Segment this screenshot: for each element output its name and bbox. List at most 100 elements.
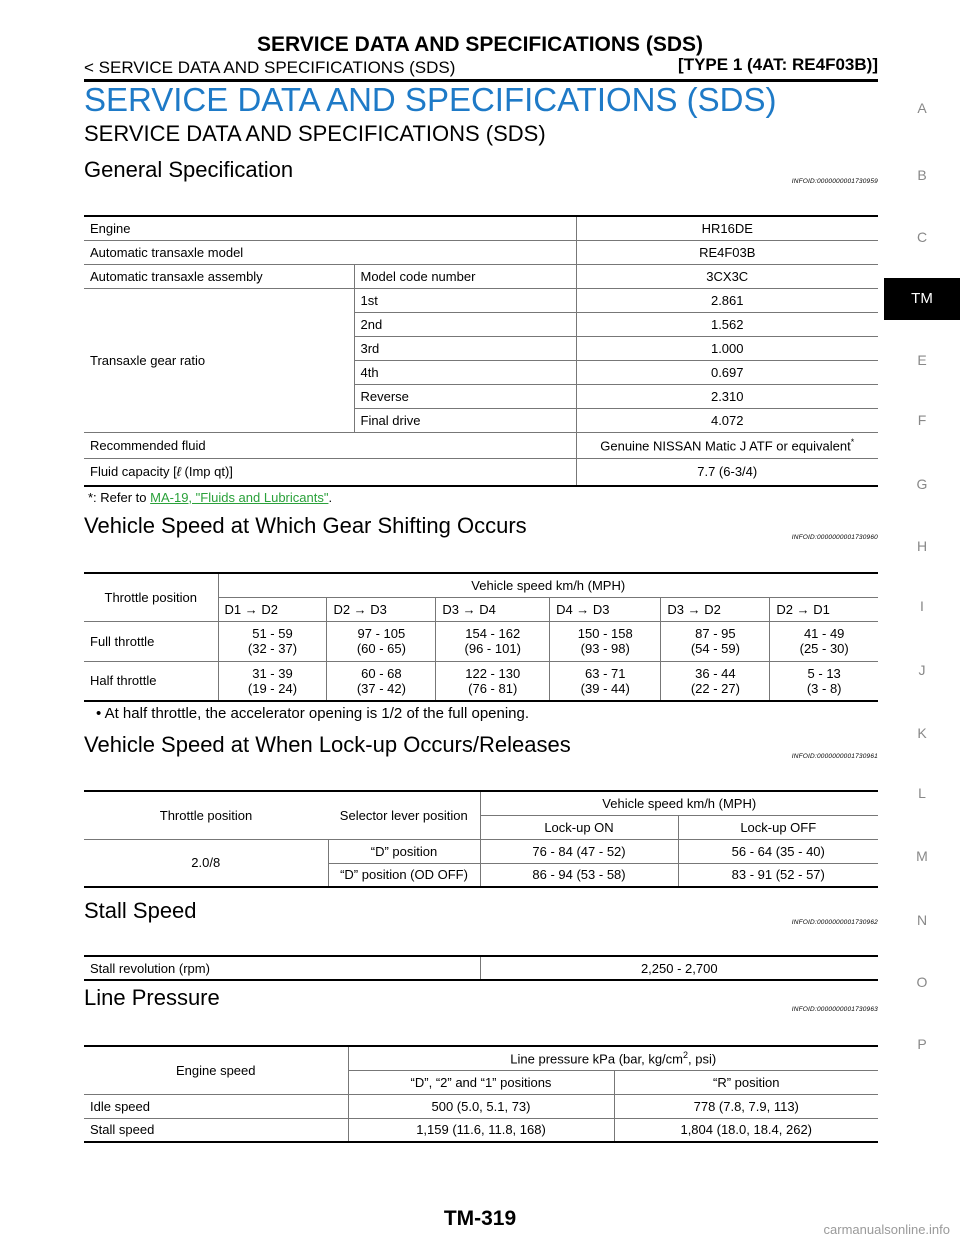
tab-k[interactable]: K — [917, 725, 927, 741]
general-spec-table: Engine HR16DE Automatic transaxle model … — [84, 215, 878, 487]
shift-speed-cell: 87 - 95 (54 - 59) — [660, 621, 770, 662]
gear-ratio: 2.861 — [575, 288, 878, 313]
shift-speed-cell: 150 - 158 (93 - 98) — [549, 621, 661, 662]
table-row: 2.0/8 “D” position 76 - 84 (47 - 52) 56 … — [84, 839, 878, 888]
pressure-header-text: Line pressure kPa (bar, kg/cm — [510, 1051, 683, 1067]
lockup-table: Throttle position Selector lever positio… — [84, 790, 878, 888]
tab-o[interactable]: O — [916, 974, 928, 990]
gear-ratio: 0.697 — [575, 360, 878, 385]
section-title: General Specification — [84, 157, 294, 182]
tab-n[interactable]: N — [916, 912, 928, 928]
tab-g[interactable]: G — [916, 476, 928, 492]
engine-speed-label: Idle speed — [84, 1094, 348, 1119]
page-heading: SERVICE DATA AND SPECIFICATIONS (SDS) — [84, 81, 777, 118]
header-rule — [84, 79, 878, 82]
tab-f[interactable]: F — [917, 412, 927, 428]
infoid: INFOID:0000000001730963 — [791, 1006, 878, 1013]
section-general-specification: General Specification INFOID:00000000017… — [84, 157, 878, 195]
section-lockup: Vehicle Speed at When Lock-up Occurs/Rel… — [84, 732, 878, 770]
shift-speed-cell: 97 - 105 (60 - 65) — [326, 621, 436, 662]
table-row: 3rd 1.000 — [84, 336, 878, 361]
fluids-lubricants-link[interactable]: MA-19, "Fluids and Lubricants" — [150, 490, 329, 505]
cell-value: 7.7 (6-3/4) — [575, 458, 878, 487]
footnote-prefix: *: Refer to — [88, 490, 151, 505]
running-header-title: SERVICE DATA AND SPECIFICATIONS (SDS) — [256, 33, 704, 56]
gear-name: Reverse — [353, 384, 576, 409]
gear-name: 2nd — [353, 312, 576, 337]
d21-value: 1,159 (11.6, 11.8, 168) — [347, 1118, 614, 1143]
lockup-off-value: 83 - 91 (52 - 57) — [677, 863, 878, 888]
tab-b[interactable]: B — [917, 167, 927, 183]
stall-table: Stall revolution (rpm) 2,250 - 2,700 — [84, 955, 878, 981]
tab-a[interactable]: A — [917, 100, 927, 116]
table-row: 2nd 1.562 — [84, 312, 878, 337]
infoid: INFOID:0000000001730959 — [791, 178, 878, 185]
table-row: Automatic transaxle model RE4F03B — [84, 240, 878, 265]
lockup-on-header: Lock-up ON — [479, 815, 678, 840]
tab-h[interactable]: H — [916, 538, 928, 554]
table-row: Stall speed 1,159 (11.6, 11.8, 168) 1,80… — [84, 1118, 878, 1143]
infoid: INFOID:0000000001730961 — [791, 753, 878, 760]
section-line-pressure: Line Pressure INFOID:0000000001730963 — [84, 985, 878, 1023]
footnote: *: Refer to MA-19, "Fluids and Lubricant… — [88, 490, 332, 505]
table-row: Stall revolution (rpm) 2,250 - 2,700 — [84, 956, 878, 981]
section-title: Stall Speed — [84, 898, 197, 923]
table-row: Transaxle gear ratio 1st 2.861 — [84, 288, 878, 433]
infoid: INFOID:0000000001730960 — [791, 534, 878, 541]
selector-header: Selector lever position — [328, 791, 480, 840]
table-row: Automatic transaxle assembly Model code … — [84, 264, 878, 289]
shift-speed-cell: 31 - 39 (19 - 24) — [217, 661, 327, 702]
engine-speed-label: Stall speed — [84, 1118, 348, 1143]
table-row: Engine speed Line pressure kPa (bar, kg/… — [84, 1046, 878, 1095]
lockup-off-header: Lock-up OFF — [677, 815, 878, 840]
r-value: 1,804 (18.0, 18.4, 262) — [613, 1118, 878, 1143]
page-number: TM-319 — [443, 1207, 517, 1230]
tab-p[interactable]: P — [917, 1036, 927, 1052]
speed-header: Vehicle speed km/h (MPH) — [479, 791, 878, 816]
tab-i[interactable]: I — [920, 598, 924, 614]
shift-speed-cell: 122 - 130 (76 - 81) — [435, 661, 550, 702]
cell-value: Genuine NISSAN Matic J ATF or equivalent… — [575, 432, 878, 459]
tab-j[interactable]: J — [918, 662, 926, 678]
gear-ratio: 1.000 — [575, 336, 878, 361]
breadcrumb[interactable]: < SERVICE DATA AND SPECIFICATIONS (SDS) — [84, 58, 456, 77]
cell-label: Automatic transaxle model — [84, 240, 576, 265]
table-row: Recommended fluid Genuine NISSAN Matic J… — [84, 432, 878, 459]
tab-tm[interactable]: TM — [884, 278, 960, 320]
shift-speed-cell: 154 - 162 (96 - 101) — [435, 621, 550, 662]
throttle-value: 2.0/8 — [84, 839, 328, 888]
cell-label: Recommended fluid — [84, 432, 576, 459]
shift-speed-cell: 63 - 71 (39 - 44) — [549, 661, 661, 702]
tab-c[interactable]: C — [916, 229, 928, 245]
section-title: Vehicle Speed at Which Gear Shifting Occ… — [84, 513, 527, 538]
shift-column-header: D2 → D1 — [769, 597, 878, 622]
pressure-header: Line pressure kPa (bar, kg/cm2, psi) — [347, 1046, 878, 1071]
shift-column-header: D3 → D4 — [435, 597, 550, 622]
selector-value: “D” position (OD OFF) — [327, 863, 480, 888]
engine-speed-header: Engine speed — [84, 1046, 348, 1095]
shift-column-header: D1 → D2 — [217, 597, 327, 622]
speed-header: Vehicle speed km/h (MPH) — [217, 573, 878, 598]
table-row: Fluid capacity [ℓ (Imp qt)] 7.7 (6-3/4) — [84, 458, 878, 487]
cell-label: Model code number — [353, 264, 576, 289]
throttle-header: Throttle position — [84, 573, 218, 622]
shift-column-header: D4 → D3 — [549, 597, 661, 622]
table-row: Reverse 2.310 — [84, 384, 878, 409]
r-header: “R” position — [613, 1070, 878, 1095]
infoid: INFOID:0000000001730962 — [791, 919, 878, 926]
table-row: Final drive 4.072 — [84, 408, 878, 433]
tab-e[interactable]: E — [917, 352, 927, 368]
stall-label: Stall revolution (rpm) — [84, 956, 480, 981]
shift-speed-cell: 51 - 59 (32 - 37) — [217, 621, 327, 662]
footnote-suffix: . — [328, 490, 333, 505]
lockup-on-value: 76 - 84 (47 - 52) — [479, 839, 678, 864]
gear-name: 1st — [353, 288, 576, 313]
footnote-mark: * — [850, 436, 855, 447]
tab-m[interactable]: M — [916, 848, 928, 864]
tab-l[interactable]: L — [918, 785, 926, 801]
section-title: Line Pressure — [84, 985, 220, 1010]
lockup-on-value: 86 - 94 (53 - 58) — [479, 863, 678, 888]
shift-speed-cell: 36 - 44 (22 - 27) — [660, 661, 770, 702]
table-row: “D”, “2” and “1” positions “R” position — [84, 1070, 878, 1095]
